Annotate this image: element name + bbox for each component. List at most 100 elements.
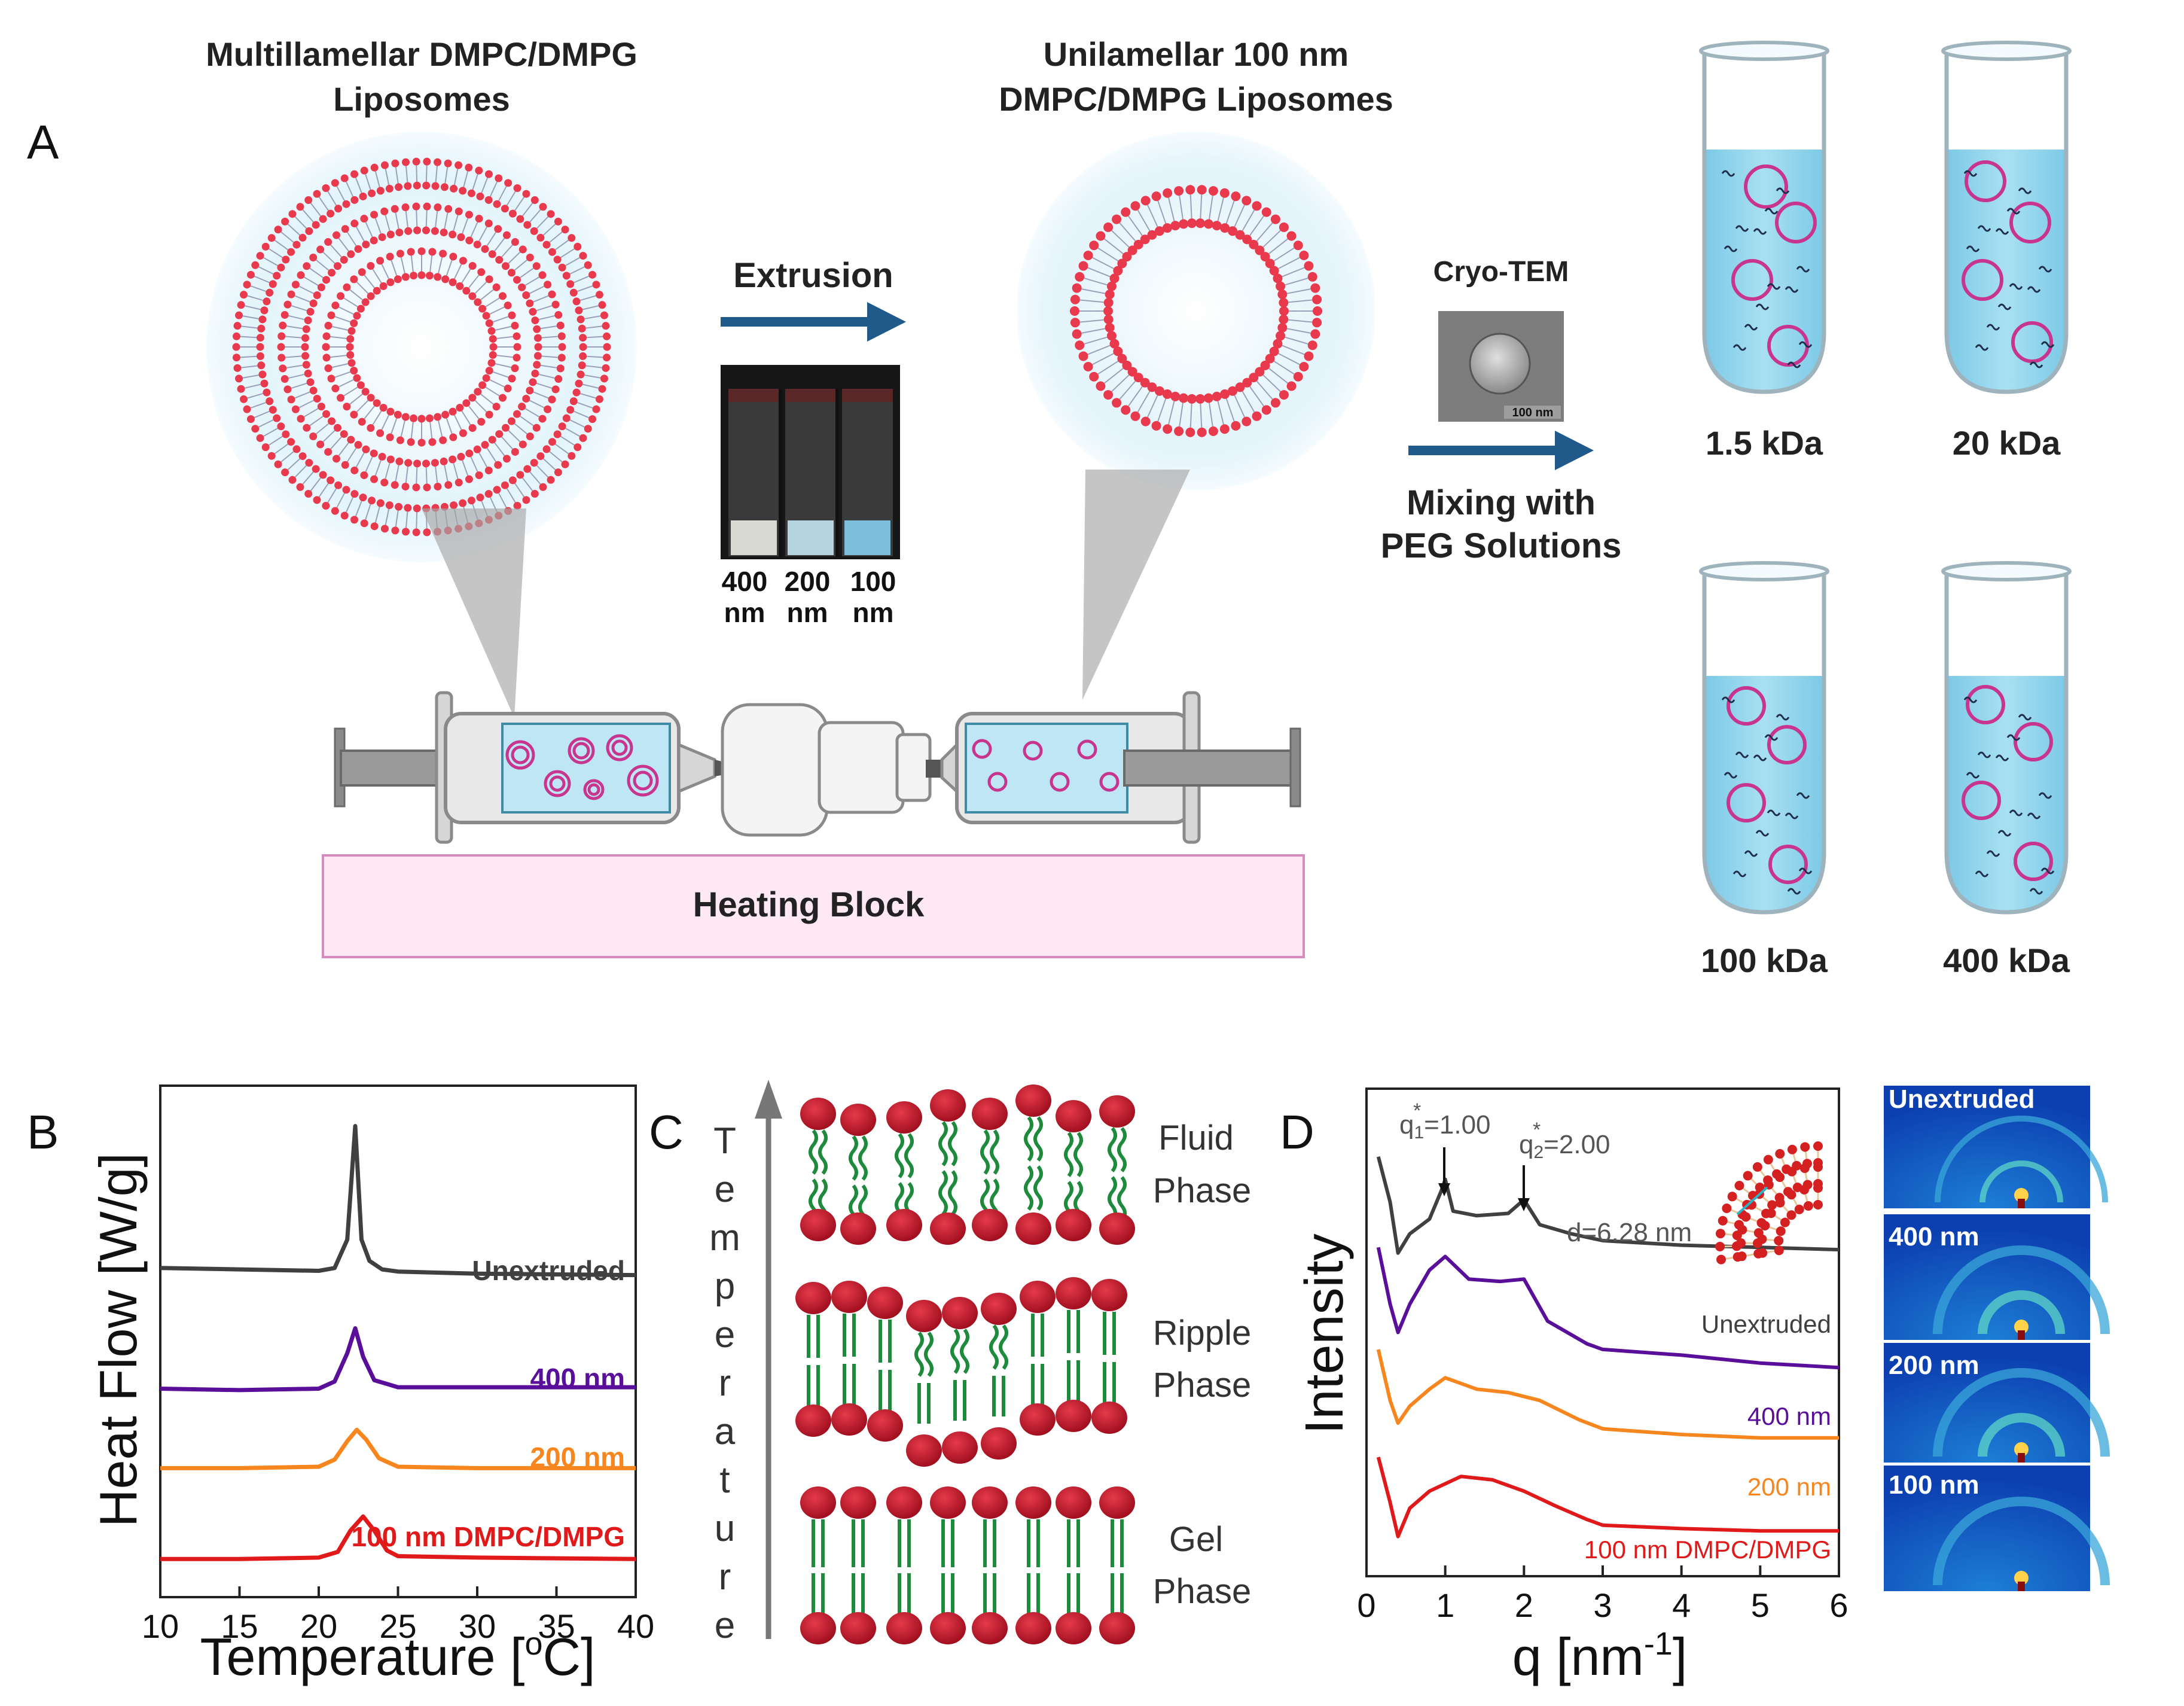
x-tick-label: 1 [1436, 1586, 1454, 1624]
lipid-head [482, 374, 490, 382]
lipid-tail [514, 196, 525, 211]
lipid-tail [584, 374, 601, 379]
liposome [2011, 321, 2053, 363]
peg-tube [1941, 561, 2072, 915]
lipid-head [258, 315, 267, 324]
gel-head [930, 1612, 966, 1644]
fluid-head [800, 1098, 836, 1130]
q1-annotation-value: =1.00 [1424, 1110, 1490, 1140]
gel-head [886, 1612, 922, 1644]
lipid-tail [462, 218, 469, 234]
lipid-tail [346, 231, 357, 246]
lipid-head [530, 459, 538, 467]
liposome [1727, 783, 1766, 822]
lipid-head [522, 395, 530, 403]
series-line [1376, 1247, 1840, 1370]
lipid-tail [274, 239, 288, 251]
lipid-head [449, 455, 457, 464]
lipid-head [578, 324, 586, 333]
lipid-head [277, 354, 286, 362]
lipid-tail [365, 174, 371, 190]
peg-chain [1732, 344, 1747, 351]
lipid-tail [444, 465, 449, 482]
mixing-arrow [1408, 431, 1594, 470]
lipid-head [359, 192, 367, 200]
lipid-head [518, 440, 527, 449]
lipid-head [296, 483, 304, 491]
lipid-head [305, 227, 313, 235]
lipid-head [1109, 339, 1120, 349]
lipid-head [385, 501, 394, 510]
tube-rim [1699, 561, 1829, 581]
lipid-head [1075, 272, 1085, 282]
lipid-head [459, 429, 467, 437]
lipid-head [1312, 318, 1322, 328]
lipid-head [495, 430, 504, 438]
lipid-tail [288, 315, 305, 321]
lipid-head [1249, 239, 1259, 249]
lipid-tail [470, 222, 478, 237]
saxs-pattern-label-100: 100 nm [1889, 1470, 1979, 1500]
lipid-head [1075, 340, 1085, 351]
lipid-tail [1288, 299, 1313, 303]
lipid-head [1270, 214, 1280, 224]
lipid-tail [1282, 267, 1305, 278]
lipid-tail [391, 418, 398, 434]
lipid-tail [338, 237, 349, 252]
lipid-head [417, 271, 426, 279]
lipid-head [533, 352, 542, 360]
lipid-head [588, 415, 597, 424]
lipid-head [280, 310, 289, 319]
lipid-head [391, 159, 399, 167]
lipid-head [494, 461, 502, 469]
lipid-head [1255, 367, 1265, 377]
d-spacing-marker [1736, 1186, 1768, 1215]
lipid-tail [580, 295, 596, 301]
lipid-head [1219, 424, 1230, 434]
series-line [1376, 1349, 1839, 1440]
lipid-head [539, 483, 547, 491]
lipid-head [412, 157, 420, 166]
lipid-tail [288, 373, 305, 379]
lipid-head [309, 253, 318, 261]
lipid-head [368, 496, 376, 505]
lipid-head [263, 297, 271, 306]
vial-label-100-unit: nm [853, 597, 894, 628]
gel-head [972, 1612, 1008, 1644]
lipid-head [459, 257, 467, 265]
lipid-tail [1242, 209, 1255, 231]
peg-chain [2018, 714, 2032, 721]
lipid-tail [286, 364, 303, 368]
lipid-head [385, 184, 394, 193]
lipid-tail [506, 191, 516, 206]
lipid-tail [425, 210, 428, 227]
lipid-head [350, 490, 359, 498]
lipid-head [328, 269, 336, 277]
lipid-head [1235, 382, 1245, 392]
lipid-head [502, 231, 511, 239]
lipid-head [1197, 185, 1207, 195]
lipid-head [579, 334, 587, 342]
lipid-head [350, 466, 359, 474]
extruder-assembly [334, 691, 1301, 844]
peg-tubes [1699, 41, 2072, 915]
peg-chain [1764, 208, 1779, 215]
x-tick-label: 5 [1751, 1586, 1770, 1624]
peg-chain [2009, 809, 2023, 817]
lipid-head [322, 354, 331, 362]
temperature-letter: p [715, 1266, 735, 1307]
lipid-head [508, 209, 517, 218]
lipid-head [1109, 273, 1120, 284]
lipid-tail [938, 1121, 948, 1166]
lipid-tail [960, 1329, 969, 1374]
lipid-head [566, 280, 575, 288]
lipid-head [1231, 191, 1241, 202]
lipid-tail [1084, 278, 1108, 286]
lipid-tail [560, 435, 575, 446]
lipid-tail [258, 266, 274, 275]
lipid-tail [302, 471, 314, 485]
peg-chain [1776, 714, 1790, 721]
lipid-tail [577, 401, 593, 409]
lipid-tail [895, 1133, 904, 1178]
lipid-tail [1033, 1116, 1043, 1162]
